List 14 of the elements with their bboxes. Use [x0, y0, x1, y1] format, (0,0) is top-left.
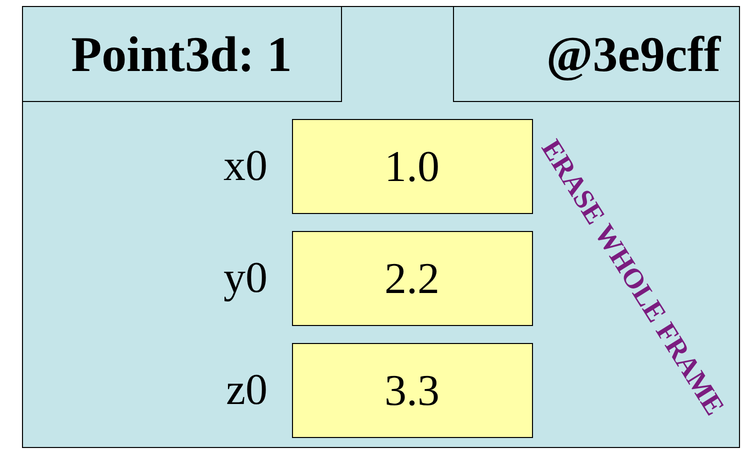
- value-box: [292, 118, 532, 214]
- field-name: y0: [224, 252, 268, 303]
- tab-label: @3e9cff: [546, 24, 720, 82]
- field-value: 3.3: [384, 364, 440, 416]
- tab-box: [452, 6, 740, 102]
- field-value: 1.0: [384, 140, 440, 192]
- tab-box: [22, 6, 342, 102]
- field-value: 2.2: [384, 252, 440, 304]
- field-name: x0: [224, 140, 268, 191]
- value-box: [292, 230, 532, 326]
- tab-label: Point3d: 1: [71, 24, 292, 82]
- value-box: [292, 342, 532, 438]
- object-frame: [22, 6, 740, 448]
- field-name: z0: [226, 364, 268, 415]
